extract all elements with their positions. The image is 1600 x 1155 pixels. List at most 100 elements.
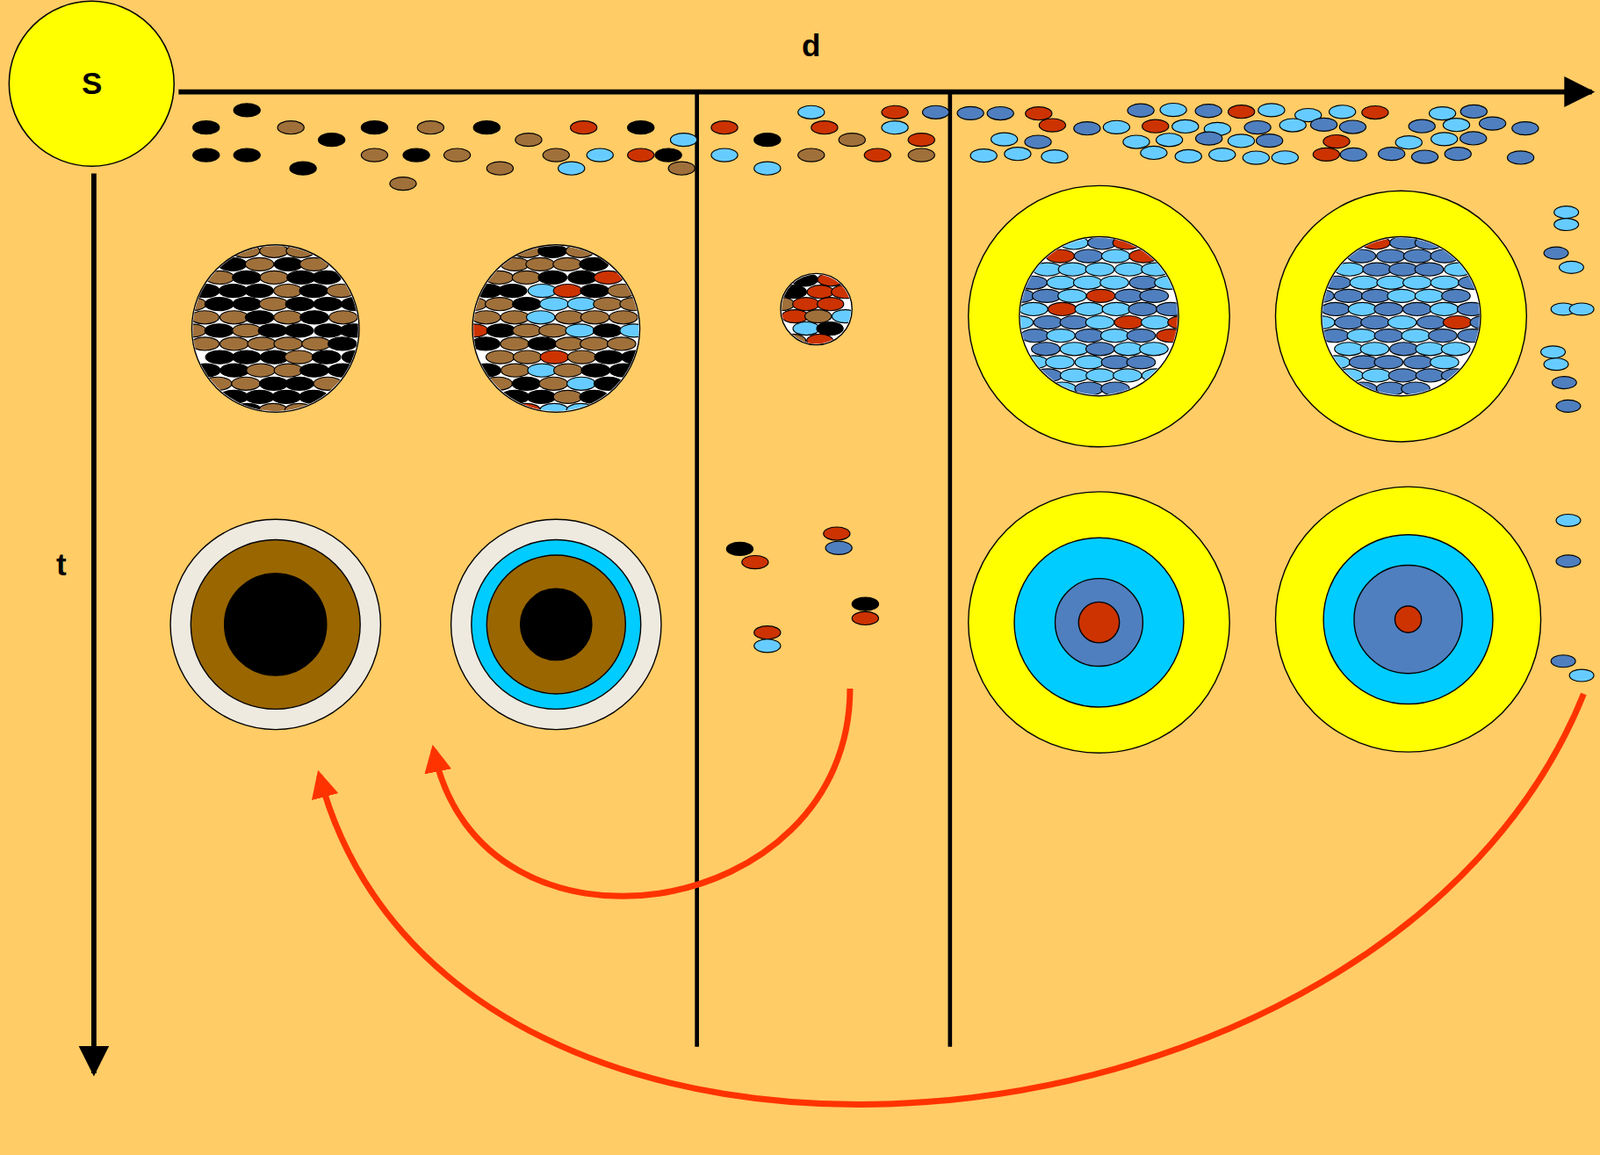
- particle: [670, 133, 697, 147]
- particle: [232, 403, 262, 417]
- zone-divider: [694, 93, 700, 1047]
- particle: [1554, 218, 1579, 231]
- particle: [512, 244, 542, 258]
- particle: [500, 389, 530, 404]
- particle: [798, 148, 825, 162]
- particle: [817, 297, 844, 311]
- particle: [567, 350, 597, 364]
- particle: [851, 597, 879, 611]
- particle: [219, 310, 249, 325]
- particle: [831, 309, 858, 324]
- planet-layer: [1078, 601, 1119, 642]
- particle: [1085, 342, 1115, 356]
- particle: [1073, 249, 1103, 263]
- particle: [259, 244, 289, 258]
- planet-layer: [471, 540, 642, 710]
- particle: [579, 257, 609, 271]
- particle: [1430, 275, 1460, 289]
- particle: [1340, 147, 1367, 161]
- particle: [1348, 355, 1378, 369]
- particle: [205, 270, 235, 284]
- particle: [540, 403, 570, 417]
- particle: [1334, 342, 1364, 356]
- particle: [501, 363, 531, 377]
- particle: [1045, 355, 1075, 369]
- particle: [1005, 288, 1035, 303]
- particle: [1323, 135, 1350, 149]
- particle: [1320, 302, 1350, 316]
- planet-layer: [1323, 534, 1493, 705]
- planetesimal: [458, 244, 650, 417]
- particle: [957, 106, 984, 120]
- particle: [311, 350, 341, 364]
- particle: [1441, 288, 1471, 303]
- particle: [245, 284, 274, 298]
- particle: [1388, 368, 1418, 382]
- particle: [471, 310, 501, 325]
- particle: [811, 121, 838, 135]
- particle: [540, 350, 570, 364]
- particle: [1102, 302, 1132, 316]
- particle: [233, 103, 260, 117]
- particle: [246, 363, 276, 377]
- particle: [1112, 236, 1142, 250]
- particle: [1279, 118, 1306, 132]
- particle: [805, 309, 832, 324]
- particle: [592, 324, 622, 338]
- particle: [554, 363, 584, 377]
- particle: [459, 324, 489, 338]
- particle: [515, 133, 542, 147]
- particle: [443, 148, 470, 162]
- particle: [1045, 249, 1075, 263]
- particle: [742, 555, 769, 570]
- particle: [258, 324, 288, 338]
- particle: [1115, 288, 1145, 303]
- particle: [1374, 355, 1404, 369]
- particle: [230, 244, 260, 258]
- particle: [1306, 316, 1336, 330]
- particle: [259, 403, 289, 417]
- particle: [512, 324, 542, 338]
- particle: [273, 363, 303, 377]
- particle: [526, 389, 556, 404]
- particle: [539, 376, 569, 390]
- particle: [567, 297, 597, 311]
- particle: [511, 270, 541, 284]
- particle: [726, 541, 753, 555]
- particle: [1058, 262, 1088, 276]
- planetesimal-body: [472, 245, 641, 413]
- particle: [526, 257, 555, 271]
- particle: [1018, 275, 1048, 289]
- particle: [558, 161, 585, 175]
- particle: [1019, 302, 1049, 316]
- particle: [417, 121, 444, 135]
- particle: [851, 611, 879, 625]
- particle: [1556, 399, 1581, 412]
- particle: [284, 350, 314, 364]
- particle: [1362, 368, 1391, 382]
- particle: [1362, 262, 1392, 276]
- particle: [1115, 262, 1145, 276]
- particle: [273, 310, 303, 325]
- particle: [781, 309, 808, 324]
- particle: [193, 121, 220, 135]
- particle: [329, 310, 359, 325]
- particle: [1550, 655, 1576, 668]
- planet-layer: [1354, 565, 1463, 674]
- planet-layer: [224, 573, 327, 676]
- particle: [1430, 355, 1460, 369]
- particle: [1154, 275, 1184, 289]
- particle: [339, 324, 369, 338]
- particle: [1140, 145, 1168, 159]
- particle: [1059, 236, 1089, 250]
- particle: [1074, 355, 1104, 369]
- particle: [1556, 554, 1581, 568]
- particle: [485, 350, 515, 364]
- particle: [299, 257, 329, 271]
- particle: [1322, 275, 1352, 289]
- node-shape: [9, 0, 175, 166]
- particle: [1402, 302, 1432, 316]
- particle: [1058, 288, 1088, 303]
- particle: [259, 376, 289, 390]
- particle: [579, 389, 609, 404]
